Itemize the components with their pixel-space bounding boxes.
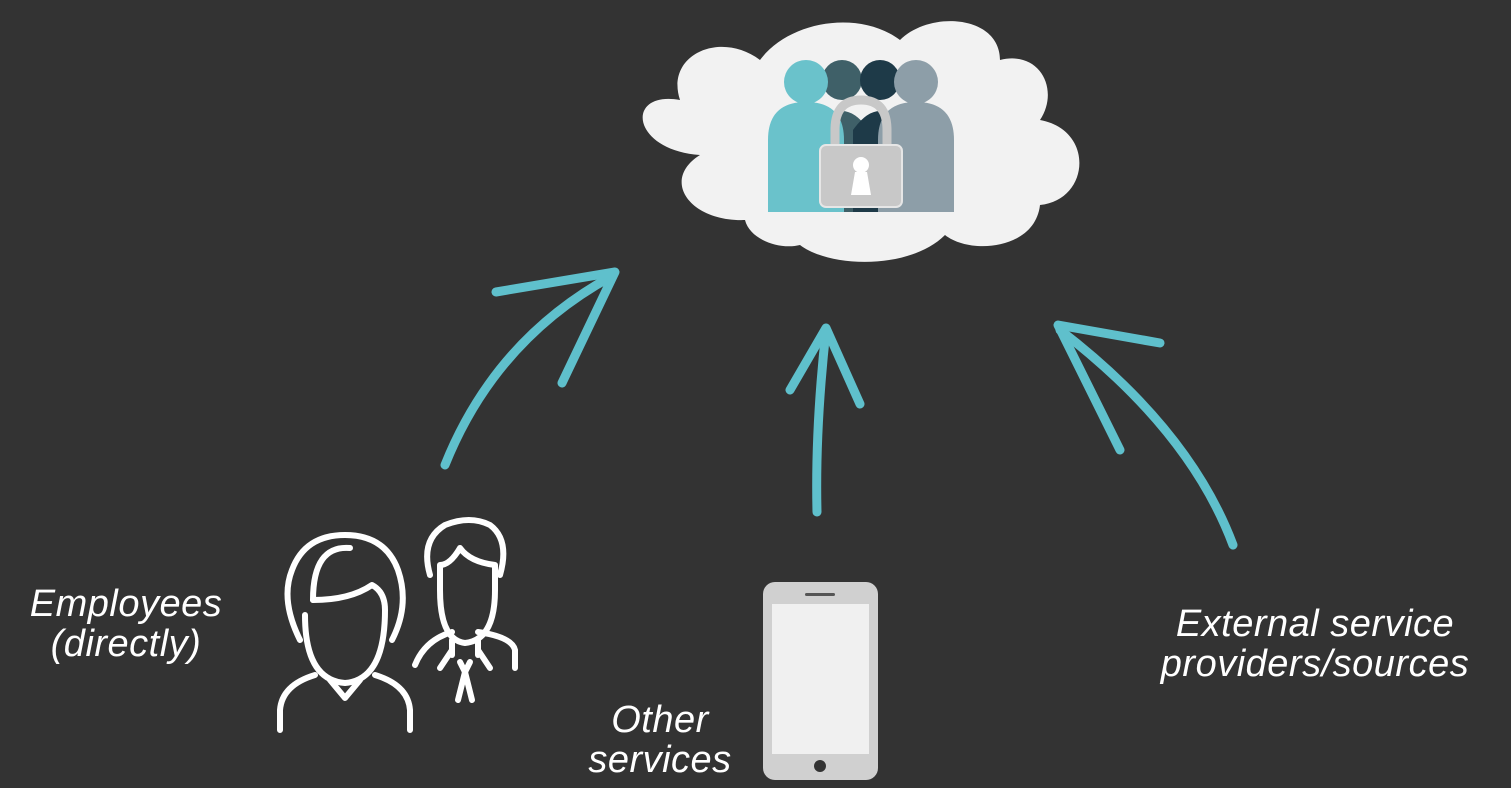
other-services-label: Other services — [570, 700, 750, 780]
arrow-right — [1053, 320, 1238, 550]
other-services-label-line-2: services — [588, 739, 732, 781]
employees-label: Employees (directly) — [6, 584, 246, 664]
external-providers-label-line-2: providers/sources — [1160, 643, 1470, 685]
external-providers-label: External service providers/sources — [1130, 604, 1500, 684]
arrow-middle — [785, 323, 865, 517]
other-services-label-line-1: Other — [611, 699, 709, 741]
locked-group-icon — [768, 60, 954, 212]
arrow-left — [440, 267, 620, 470]
smartphone-icon — [763, 582, 878, 780]
employees-label-line-2: (directly) — [50, 623, 202, 665]
employees-icon — [277, 517, 518, 733]
employees-label-line-1: Employees — [29, 583, 223, 625]
external-providers-label-line-1: External service — [1175, 603, 1455, 645]
